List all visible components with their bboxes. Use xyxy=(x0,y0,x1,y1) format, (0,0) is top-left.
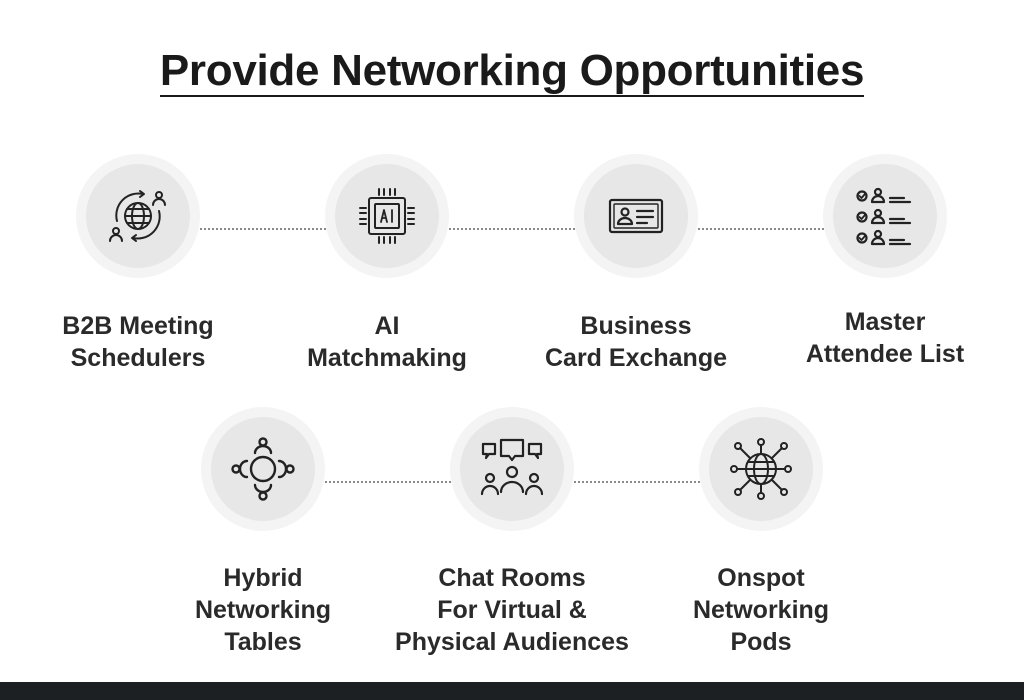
feature-circle-business-card xyxy=(574,154,698,278)
feature-label-attendee-list: Master Attendee List xyxy=(805,308,965,368)
feature-label-hybrid-tables: Hybrid Networking Tables xyxy=(194,564,332,656)
feature-circle-b2b-meeting xyxy=(76,154,200,278)
page-title: Provide Networking Opportunities xyxy=(159,46,865,97)
feature-label-b2b-meeting: B2B Meeting Schedulers xyxy=(62,312,214,372)
connector-line xyxy=(698,228,824,230)
feature-circle-hybrid-tables xyxy=(201,407,325,531)
connector-line xyxy=(449,228,575,230)
attendee-checklist-icon xyxy=(856,187,912,246)
footer-bar xyxy=(0,682,1024,700)
chat-group-icon xyxy=(480,438,544,496)
business-card-icon xyxy=(608,198,664,234)
feature-circle-ai-matchmaking xyxy=(325,154,449,278)
globe-users-sync-icon xyxy=(109,190,166,242)
feature-circle-chat-rooms xyxy=(450,407,574,531)
ai-chip-icon xyxy=(359,188,415,244)
connector-line xyxy=(325,481,451,483)
feature-label-networking-pods: Onspot Networking Pods xyxy=(692,564,830,656)
network-globe-icon xyxy=(730,438,792,500)
feature-label-business-card: Business Card Exchange xyxy=(544,312,727,372)
hybrid-table-icon xyxy=(231,437,295,501)
feature-circle-networking-pods xyxy=(699,407,823,531)
feature-label-chat-rooms: Chat Rooms For Virtual & Physical Audien… xyxy=(395,564,629,656)
connector-line xyxy=(574,481,700,483)
connector-line xyxy=(200,228,326,230)
feature-label-ai-matchmaking: AI Matchmaking xyxy=(307,312,467,372)
feature-circle-attendee-list xyxy=(823,154,947,278)
